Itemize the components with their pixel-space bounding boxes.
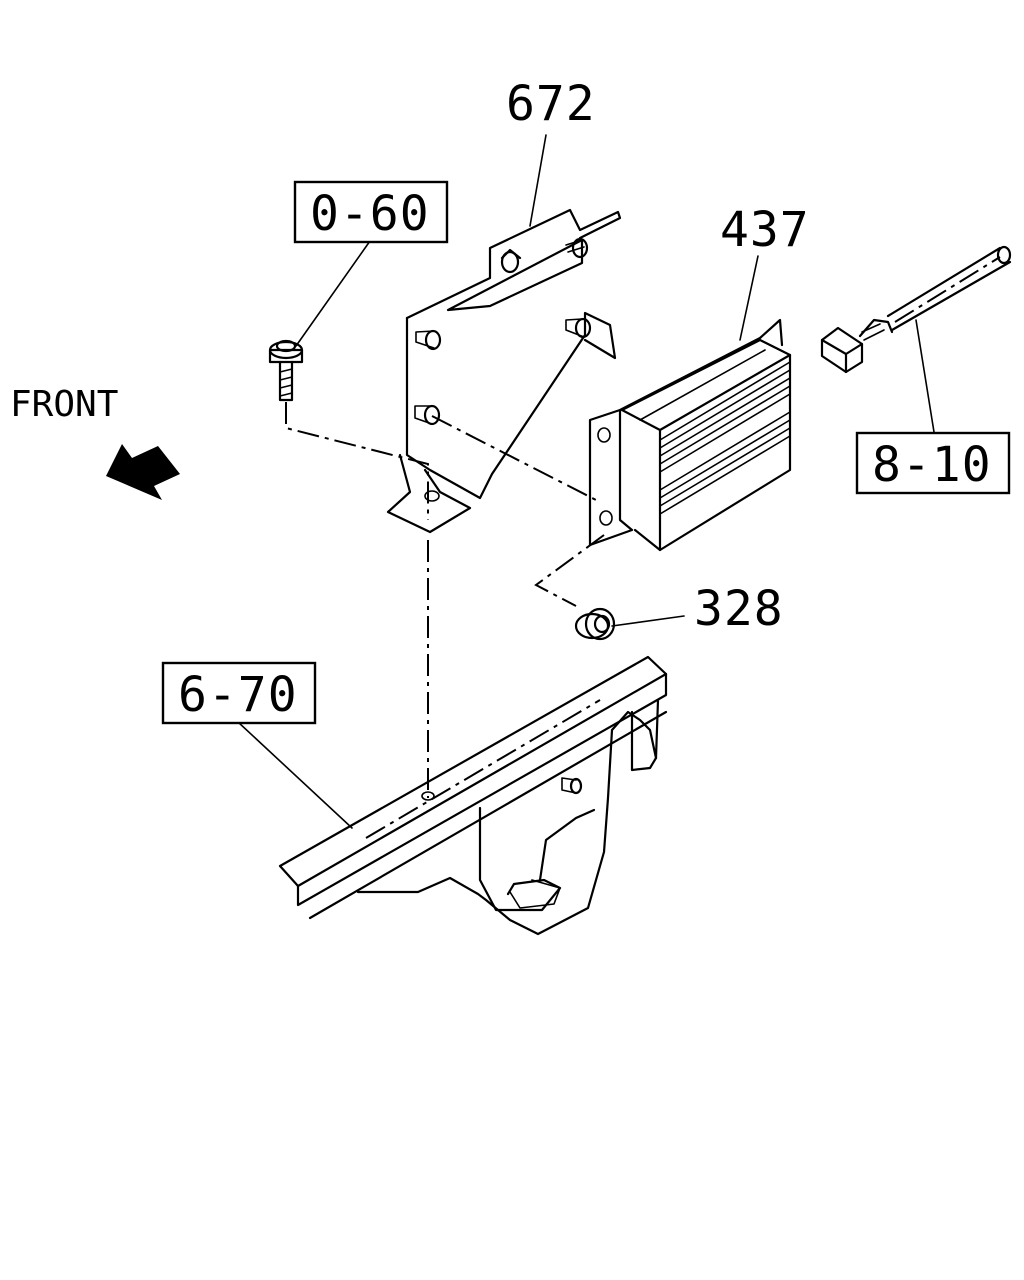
front-label: FRONT [10, 384, 118, 425]
bracket-stud [565, 237, 589, 259]
section-ref-0-60-label: 0-60 [310, 186, 430, 242]
frame-stud [561, 777, 583, 795]
bracket-stud [565, 317, 592, 339]
part-number-672: 672 [506, 76, 596, 132]
section-ref-0-60[interactable]: 0-60 [293, 180, 449, 244]
mounting-bracket [386, 208, 622, 534]
vehicle-frame [278, 655, 668, 936]
leader-lines [237, 134, 935, 829]
flange-nut [574, 607, 616, 641]
section-ref-6-70-label: 6-70 [178, 667, 298, 723]
part-number-328: 328 [694, 581, 784, 637]
front-arrow-icon [106, 444, 180, 500]
bracket-stud [415, 329, 442, 351]
section-ref-6-70[interactable]: 6-70 [161, 661, 317, 725]
wire-harness [820, 245, 1012, 374]
bracket-stud [500, 248, 522, 274]
assembly-lines [285, 402, 605, 839]
control-unit [588, 318, 792, 552]
bracket-stud [414, 404, 441, 426]
section-ref-8-10-label: 8-10 [872, 437, 992, 493]
bolt [268, 339, 304, 402]
section-ref-8-10[interactable]: 8-10 [855, 431, 1011, 495]
part-number-437: 437 [720, 202, 810, 258]
